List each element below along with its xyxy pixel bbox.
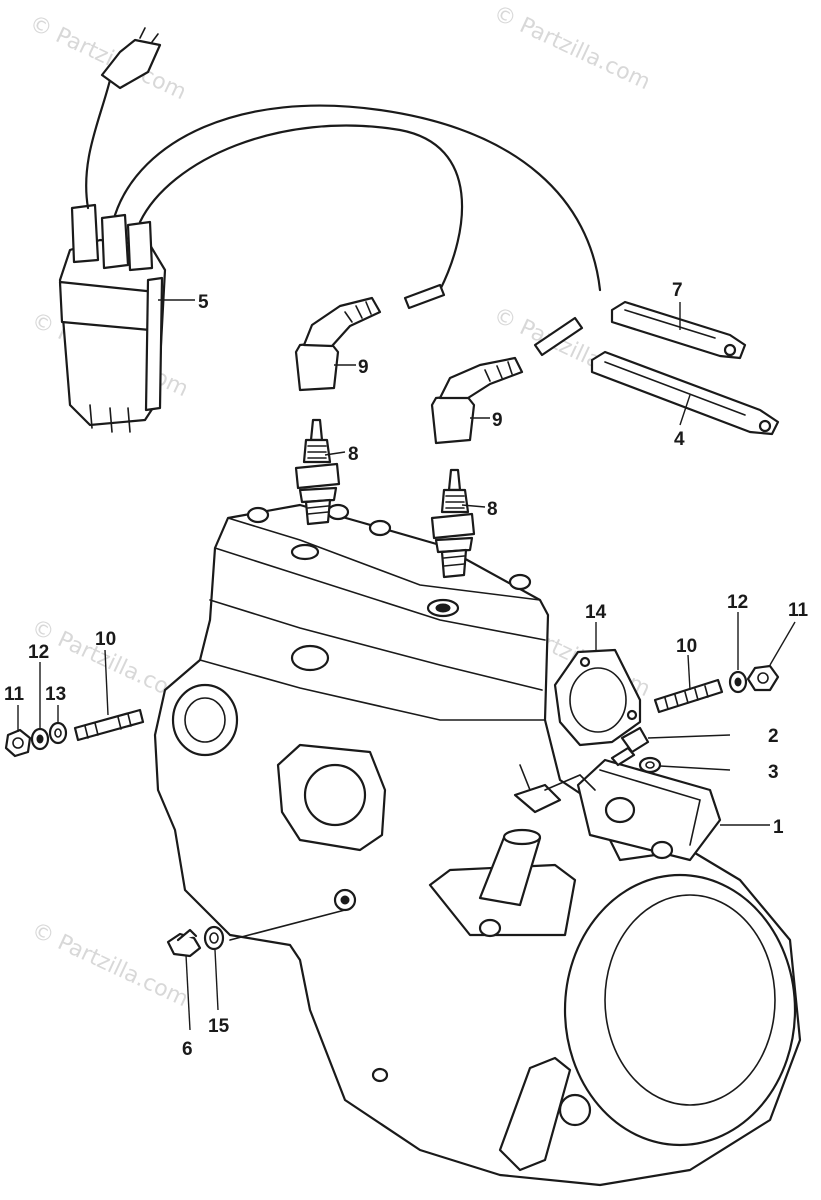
callout-11a: 11 [4,684,25,705]
part-11-nut-left [4,728,32,758]
callout-8a: 8 [348,444,359,465]
part-10-stud-right [653,678,724,714]
callout-15: 15 [208,1016,230,1037]
part-5-ignition-coil [58,27,602,433]
callout-5: 5 [198,292,209,313]
engine-block [153,503,802,1187]
callout-10b: 10 [676,636,697,657]
callout-8b: 8 [487,499,498,520]
callout-13: 13 [45,684,66,705]
callout-10a: 10 [95,629,116,650]
callout-12b: 12 [727,592,748,613]
part-3-washer [638,756,662,774]
part-7-strap [610,300,747,360]
callout-3: 3 [768,762,779,783]
part-12-lockwasher-right [728,670,748,694]
part-8-spark-plug-b [430,468,476,579]
callout-11b: 11 [788,600,809,621]
callout-labels: 1 2 3 4 5 6 7 8 8 9 9 10 10 11 11 12 12 … [4,280,809,1060]
callout-14: 14 [585,602,607,623]
part-12-lockwasher-left [30,727,50,751]
callout-9b: 9 [492,410,503,431]
callout-4: 4 [674,429,685,450]
part-1-bracket [513,758,722,862]
part-4-strap [590,350,780,436]
watermark: © Partzilla.com [489,1,653,95]
part-15-washer [203,925,225,951]
part-9-plug-cap-a [294,296,382,392]
part-11-nut-right [746,664,780,692]
callout-7: 7 [672,280,683,301]
callout-9a: 9 [358,357,369,378]
callout-2: 2 [768,726,779,747]
callout-6: 6 [182,1039,193,1060]
leader-lines [17,299,796,1031]
part-6-switch [166,928,202,958]
callout-12a: 12 [28,642,49,663]
part-2-screw [610,726,650,767]
part-10-stud-left [73,708,145,742]
part-13-washer-left [48,721,68,745]
part-14-gasket [553,648,642,747]
part-9-plug-cap-b [430,356,524,445]
watermark: © Partzilla.com [27,918,191,1012]
callout-1: 1 [773,817,784,838]
part-8-spark-plug-a [294,418,341,526]
